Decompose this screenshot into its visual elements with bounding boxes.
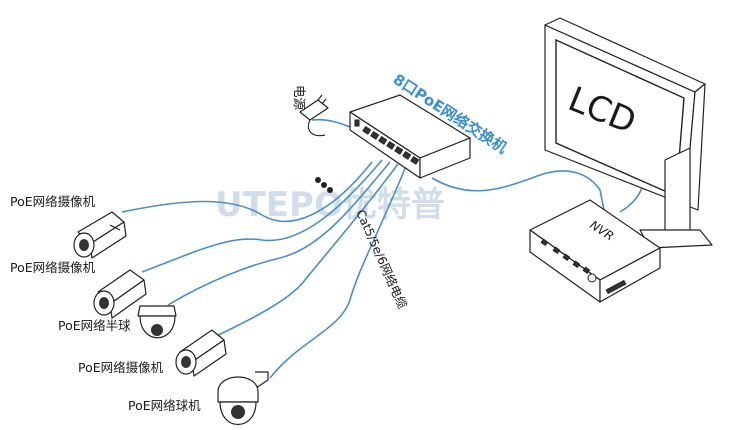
poe-dome-camera xyxy=(137,305,177,339)
device-label-5: PoE网络球机 xyxy=(128,398,201,413)
device-label-4: PoE网络摄像机 xyxy=(78,360,164,375)
switch-ports xyxy=(362,125,420,165)
cable-to-speed-dome xyxy=(269,165,407,379)
lcd-monitor xyxy=(544,17,713,249)
nvr-front-panel xyxy=(540,238,627,295)
poe-camera-3 xyxy=(175,329,227,377)
nvr-recorder xyxy=(529,199,661,303)
cable-to-dome xyxy=(167,161,391,306)
device-label-2: PoE网络摄像机 xyxy=(10,260,96,275)
poe-speed-dome-camera xyxy=(217,371,269,426)
poe-camera-1 xyxy=(73,211,127,259)
cable-switch-to-nvr xyxy=(431,170,605,211)
cable-to-camera-3 xyxy=(211,163,399,339)
device-label-3: PoE网络半球 xyxy=(58,318,131,333)
cable-ellipsis-dots xyxy=(315,177,333,193)
device-label-1: PoE网络摄像机 xyxy=(10,194,96,209)
poe-switch xyxy=(349,94,471,179)
cable-to-camera-1 xyxy=(121,161,373,223)
cable-to-camera-2 xyxy=(141,159,383,273)
power-label: 电源 xyxy=(292,85,307,111)
power-adapter xyxy=(299,94,329,137)
poe-camera-2 xyxy=(93,269,147,319)
network-cables xyxy=(121,118,645,379)
